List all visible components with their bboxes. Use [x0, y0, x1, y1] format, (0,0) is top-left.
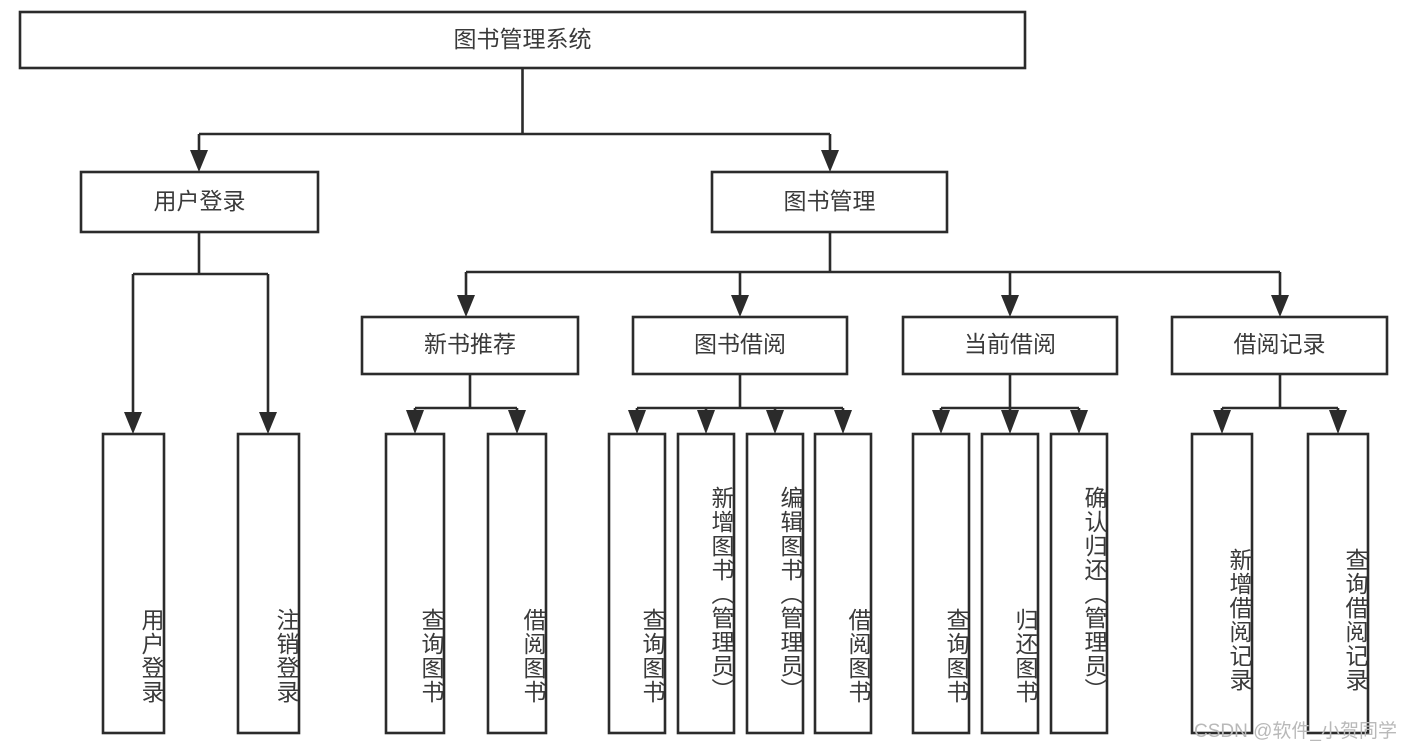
node-leaf-confirm-return-box[interactable]	[1049, 432, 1109, 735]
node-current-borrow-box[interactable]	[901, 315, 1119, 376]
arrow-head-borrow-record	[1271, 295, 1289, 317]
node-borrow-record[interactable]: 借阅记录	[1170, 315, 1389, 376]
arrow-head-leaf-edit-book	[766, 410, 784, 434]
node-borrow-record-box[interactable]	[1170, 315, 1389, 376]
arrow-head-leaf-query-book-1	[406, 410, 424, 434]
node-book-manage-box[interactable]	[710, 170, 949, 234]
leaf-boxes	[101, 432, 1370, 735]
arrow-head-user-login	[190, 150, 208, 172]
connector-book-borrow-to-leaves	[628, 374, 852, 434]
arrow-head-leaf-query-record	[1329, 410, 1347, 434]
node-leaf-query-book-1-box[interactable]	[384, 432, 446, 735]
node-user-login-box[interactable]	[79, 170, 320, 234]
node-leaf-query-book-2-box[interactable]	[607, 432, 667, 735]
arrow-head-leaf-add-record	[1213, 410, 1231, 434]
node-user-login[interactable]: 用户登录	[79, 170, 320, 234]
arrow-head-leaf-query-book-2	[628, 410, 646, 434]
node-leaf-edit-book-box[interactable]	[745, 432, 805, 735]
arrow-head-leaf-borrow-book-2	[834, 410, 852, 434]
node-book-borrow[interactable]: 图书借阅	[631, 315, 849, 376]
arrow-head-leaf-query-book-3	[932, 410, 950, 434]
connector-book-manage-to-level3	[457, 232, 1289, 317]
arrow-head-leaf-return-book	[1001, 410, 1019, 434]
node-leaf-borrow-book-1-box[interactable]	[486, 432, 548, 735]
node-leaf-logout-login-box[interactable]	[236, 432, 301, 735]
connector-user-login-to-leaves	[124, 232, 277, 434]
arrow-head-leaf-add-book	[697, 410, 715, 434]
node-book-manage[interactable]: 图书管理	[710, 170, 949, 234]
node-book-manage-label: 图书管理	[784, 188, 876, 214]
node-leaf-query-book-3-box[interactable]	[911, 432, 971, 735]
node-root-label: 图书管理系统	[454, 26, 592, 52]
node-leaf-user-login-box[interactable]	[101, 432, 166, 735]
connector-borrow-record-to-leaves	[1213, 374, 1347, 434]
csdn-watermark: CSDN @软件_小贺同学	[1194, 721, 1397, 742]
node-borrow-record-label: 借阅记录	[1234, 331, 1326, 357]
node-book-borrow-box[interactable]	[631, 315, 849, 376]
arrow-head-current-borrow	[1001, 295, 1019, 317]
arrow-head-book-borrow	[731, 295, 749, 317]
arrow-head-leaf-confirm-return	[1070, 410, 1088, 434]
node-leaf-add-book-box[interactable]	[676, 432, 736, 735]
connector-current-borrow-to-leaves	[932, 374, 1088, 434]
arrow-head-new-book-recommend	[457, 295, 475, 317]
node-leaf-add-record-box[interactable]	[1190, 432, 1254, 735]
node-leaf-borrow-book-2-box[interactable]	[813, 432, 873, 735]
node-book-borrow-label: 图书借阅	[694, 331, 786, 357]
node-new-book-recommend-label: 新书推荐	[424, 331, 516, 357]
arrow-head-leaf-user-login	[124, 412, 142, 434]
node-user-login-label: 用户登录	[154, 188, 246, 214]
node-leaf-query-record-box[interactable]	[1306, 432, 1370, 735]
node-new-book-recommend[interactable]: 新书推荐	[360, 315, 580, 376]
arrow-head-leaf-logout-login	[259, 412, 277, 434]
arrow-head-book-manage	[821, 150, 839, 172]
connector-new-book-recommend-to-leaves	[406, 374, 526, 434]
node-root[interactable]: 图书管理系统	[18, 10, 1027, 70]
node-root-box[interactable]	[18, 10, 1027, 70]
arrow-head-leaf-borrow-book-1	[508, 410, 526, 434]
connector-root-to-level2	[190, 68, 839, 172]
node-leaf-return-book-box[interactable]	[980, 432, 1040, 735]
node-new-book-recommend-box[interactable]	[360, 315, 580, 376]
node-current-borrow-label: 当前借阅	[964, 331, 1056, 357]
node-current-borrow[interactable]: 当前借阅	[901, 315, 1119, 376]
